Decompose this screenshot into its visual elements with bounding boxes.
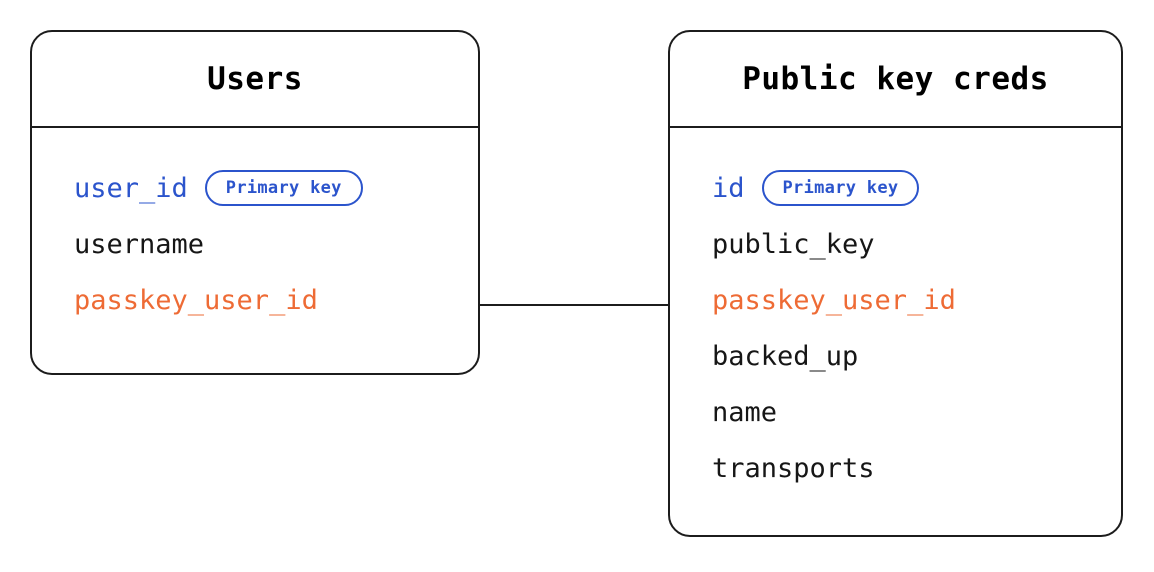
field-name-user-id: user_id	[74, 172, 188, 204]
primary-key-badge-public-key-creds: Primary key	[761, 170, 920, 206]
entity-title-users: Users	[207, 61, 303, 97]
primary-key-badge-label: Primary key	[225, 178, 342, 198]
field-row-transports[interactable]: transports	[712, 440, 1121, 496]
entity-header-users: Users	[32, 32, 478, 128]
entity-box-users[interactable]: Users user_id Primary key username passk…	[30, 30, 480, 375]
field-name-passkey-user-id-users: passkey_user_id	[74, 284, 318, 316]
field-row-public-key[interactable]: public_key	[712, 216, 1121, 272]
entity-box-public-key-creds[interactable]: Public key creds id Primary key public_k…	[668, 30, 1123, 537]
field-name-passkey-user-id-creds: passkey_user_id	[712, 284, 956, 316]
field-row-user-id[interactable]: user_id Primary key	[74, 160, 478, 216]
field-name-transports: transports	[712, 452, 875, 484]
field-row-name[interactable]: name	[712, 384, 1121, 440]
entity-field-list-public-key-creds: id Primary key public_key passkey_user_i…	[670, 128, 1121, 496]
field-row-passkey-user-id-creds[interactable]: passkey_user_id	[712, 272, 1121, 328]
field-name-name: name	[712, 396, 778, 428]
relationship-connector-passkey-user-id	[480, 304, 669, 306]
field-name-backed-up: backed_up	[712, 340, 859, 372]
field-name-id: id	[712, 172, 745, 204]
primary-key-badge-label: Primary key	[782, 178, 899, 198]
field-row-username[interactable]: username	[74, 216, 478, 272]
field-row-passkey-user-id-users[interactable]: passkey_user_id	[74, 272, 478, 328]
entity-field-list-users: user_id Primary key username passkey_use…	[32, 128, 478, 328]
field-row-id[interactable]: id Primary key	[712, 160, 1121, 216]
primary-key-badge-users: Primary key	[204, 170, 363, 206]
field-name-username: username	[74, 228, 205, 260]
entity-title-public-key-creds: Public key creds	[742, 61, 1049, 97]
entity-header-public-key-creds: Public key creds	[670, 32, 1121, 128]
field-row-backed-up[interactable]: backed_up	[712, 328, 1121, 384]
field-name-public-key: public_key	[712, 228, 875, 260]
